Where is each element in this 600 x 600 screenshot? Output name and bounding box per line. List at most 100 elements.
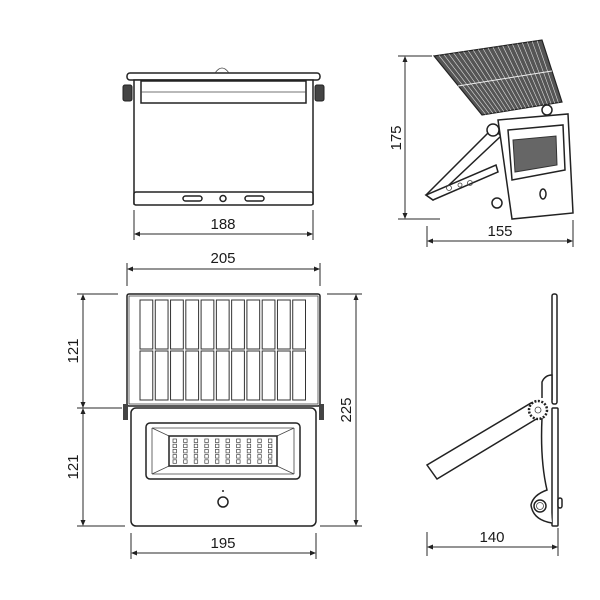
- dimension-140: 140: [426, 528, 559, 556]
- led: [268, 438, 273, 443]
- isometric-view: 175 155: [388, 39, 574, 247]
- led: [225, 449, 230, 454]
- knob-right: [314, 84, 325, 102]
- solar-cell: [170, 350, 184, 401]
- solar-cell: [261, 299, 276, 350]
- knob-left: [122, 84, 133, 102]
- dimension-label: 121: [65, 338, 82, 363]
- led: [204, 443, 209, 449]
- top-view: 188: [122, 67, 325, 240]
- led: [257, 449, 262, 454]
- lamp-body-edge: [551, 407, 559, 527]
- solar-cell: [170, 299, 184, 350]
- dimension-label: 121: [65, 454, 82, 479]
- led: [172, 443, 177, 449]
- led: [236, 438, 241, 443]
- stand: [425, 401, 539, 481]
- dimension-205: 205: [126, 250, 321, 286]
- solar-cell: [139, 350, 154, 401]
- solar-cell: [154, 299, 169, 350]
- solar-cell: [185, 350, 200, 401]
- solar-cell: [246, 299, 261, 350]
- led: [215, 449, 220, 454]
- dimension-label: 205: [210, 250, 235, 267]
- led: [183, 449, 188, 454]
- solar-panel-edge: [551, 293, 558, 405]
- led: [225, 443, 230, 449]
- led: [193, 449, 199, 454]
- dimension-121-lamp: 121: [65, 408, 125, 527]
- motion-sensor: [217, 496, 229, 508]
- led: [172, 454, 177, 459]
- led: [183, 443, 188, 449]
- led: [257, 459, 262, 464]
- solar-cell: [185, 299, 200, 350]
- led: [183, 454, 188, 459]
- solar-cell: [292, 299, 306, 350]
- led: [236, 459, 241, 464]
- led: [204, 459, 209, 464]
- led: [215, 459, 220, 464]
- solar-cell: [231, 350, 245, 401]
- side-view: 140: [425, 293, 563, 556]
- led: [225, 438, 230, 443]
- led: [183, 459, 188, 464]
- led: [236, 454, 241, 459]
- led: [204, 449, 209, 454]
- solar-cell: [261, 350, 276, 401]
- solar-cell: [200, 350, 215, 401]
- led: [268, 443, 273, 449]
- solar-cell: [292, 350, 306, 401]
- dimension-label: 188: [210, 216, 235, 233]
- solar-panel-divider: [457, 70, 553, 87]
- led: [246, 443, 252, 449]
- led: [172, 449, 177, 454]
- solar-cell: [200, 299, 215, 350]
- led: [215, 454, 220, 459]
- solar-cell: [231, 299, 245, 350]
- led: [225, 454, 230, 459]
- led: [215, 443, 220, 449]
- led-array: [172, 438, 273, 464]
- solar-panel: [432, 39, 563, 116]
- led: [246, 449, 252, 454]
- led: [257, 443, 262, 449]
- dimension-121-panel: 121: [65, 293, 122, 409]
- dimension-label: 155: [487, 223, 512, 240]
- solar-cell: [246, 350, 261, 401]
- led: [257, 438, 262, 443]
- dimension-label: 195: [210, 535, 235, 552]
- dimension-155: 155: [426, 220, 574, 247]
- led: [268, 454, 273, 459]
- led: [257, 454, 262, 459]
- led: [193, 438, 199, 443]
- solar-cell: [215, 299, 230, 350]
- led: [172, 459, 177, 464]
- solar-cells: [139, 299, 306, 401]
- led: [225, 459, 230, 464]
- dimension-label: 175: [388, 125, 405, 150]
- solar-cell: [154, 350, 169, 401]
- led: [246, 459, 252, 464]
- led: [172, 438, 177, 443]
- led: [193, 459, 199, 464]
- hinge-gear: [527, 399, 549, 421]
- led: [236, 443, 241, 449]
- solar-cell: [139, 299, 154, 350]
- solar-cell: [276, 299, 291, 350]
- led: [193, 454, 199, 459]
- dimension-225: 225: [320, 293, 362, 527]
- solar-cell: [215, 350, 230, 401]
- dimension-195: 195: [130, 533, 317, 559]
- stand: [424, 126, 503, 201]
- led: [193, 443, 199, 449]
- dimension-label: 140: [479, 529, 504, 546]
- led: [183, 438, 188, 443]
- led: [204, 438, 209, 443]
- front-view: 205 195 121 121 225: [65, 250, 362, 559]
- led: [215, 438, 220, 443]
- led: [268, 459, 273, 464]
- solar-cell: [276, 350, 291, 401]
- dimension-175: 175: [388, 55, 440, 220]
